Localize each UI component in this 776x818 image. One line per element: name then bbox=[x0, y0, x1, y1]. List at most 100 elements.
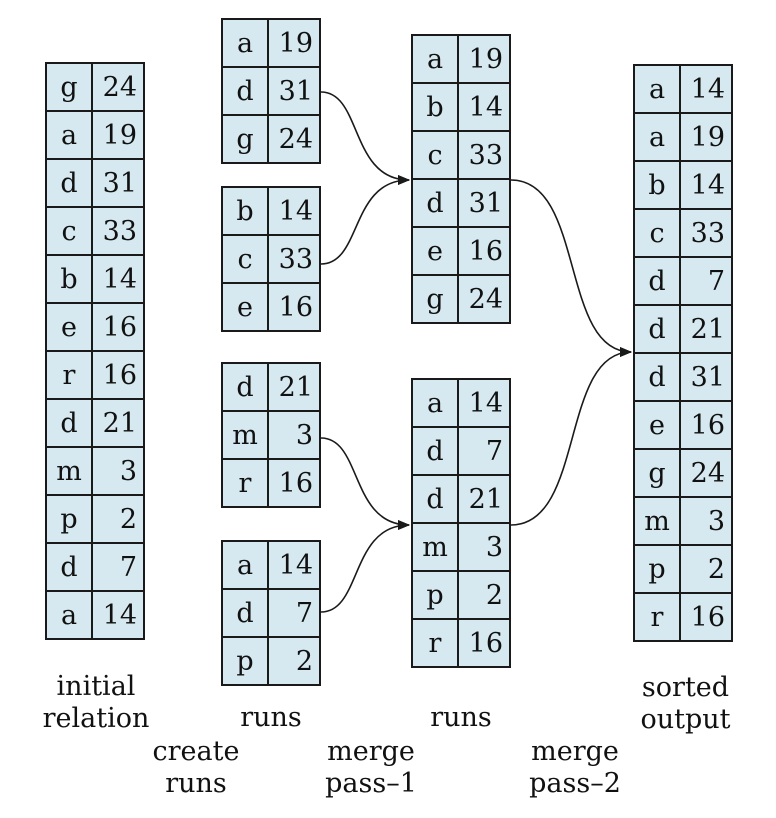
key-cell: d bbox=[635, 306, 681, 352]
sorted-output-label: sorted output bbox=[628, 672, 743, 736]
key-cell: e bbox=[635, 402, 681, 448]
value-cell: 33 bbox=[102, 215, 137, 247]
value-cell: 33 bbox=[690, 217, 725, 249]
value-cell: 14 bbox=[102, 263, 137, 295]
key-cell: a bbox=[413, 36, 459, 82]
value-cell: 14 bbox=[278, 549, 313, 581]
value-cell: 33 bbox=[468, 139, 503, 171]
key-cell: d bbox=[47, 160, 93, 206]
sorted-output-label-line2: output bbox=[640, 704, 731, 735]
arrow-run1-to-merged1 bbox=[320, 91, 410, 185]
initial-relation-label-line1: initial bbox=[56, 671, 136, 702]
value-cell: 3 bbox=[707, 505, 725, 537]
arrow-merged2-to-sorted bbox=[510, 347, 632, 526]
merge-pass-2-label-line1: merge bbox=[531, 736, 619, 767]
table-row: d 21 bbox=[223, 364, 319, 412]
table-row: e 16 bbox=[47, 304, 143, 352]
value-cell: 31 bbox=[278, 75, 313, 107]
value-cell: 33 bbox=[278, 243, 313, 275]
value-cell: 31 bbox=[468, 187, 503, 219]
arrow-merged1-to-sorted bbox=[510, 179, 632, 357]
value-cell: 14 bbox=[278, 195, 313, 227]
value-cell: 14 bbox=[690, 169, 725, 201]
value-cell: 3 bbox=[119, 455, 137, 487]
value-cell: 2 bbox=[119, 503, 137, 535]
key-cell: c bbox=[413, 132, 459, 178]
value-cell: 2 bbox=[707, 553, 725, 585]
key-cell: a bbox=[223, 542, 269, 588]
key-cell: b bbox=[635, 162, 681, 208]
value-cell: 24 bbox=[102, 71, 137, 103]
value-cell: 21 bbox=[278, 371, 313, 403]
key-cell: r bbox=[47, 352, 93, 398]
key-cell: m bbox=[47, 448, 93, 494]
create-runs-label-line2: runs bbox=[165, 768, 227, 799]
arrow-run4-to-merged2 bbox=[320, 520, 410, 613]
key-cell: b bbox=[47, 256, 93, 302]
create-runs-label: create runs bbox=[146, 736, 246, 800]
key-cell: d bbox=[413, 180, 459, 226]
merge-pass-1-label: merge pass–1 bbox=[316, 736, 426, 800]
key-cell: g bbox=[47, 64, 93, 110]
key-cell: e bbox=[223, 284, 269, 330]
table-row: g 24 bbox=[47, 64, 143, 112]
key-cell: d bbox=[47, 544, 93, 590]
value-cell: 3 bbox=[485, 531, 503, 563]
key-cell: a bbox=[223, 20, 269, 66]
merge-pass-2-label-line2: pass–2 bbox=[529, 768, 621, 799]
value-cell: 16 bbox=[278, 467, 313, 499]
key-cell: p bbox=[635, 546, 681, 592]
key-cell: b bbox=[223, 188, 269, 234]
value-cell: 16 bbox=[102, 311, 137, 343]
value-cell: 14 bbox=[102, 599, 137, 631]
value-cell: 14 bbox=[690, 73, 725, 105]
table-row: b 14 bbox=[635, 162, 731, 210]
table-row: a 14 bbox=[223, 542, 319, 590]
value-cell: 7 bbox=[295, 597, 313, 629]
table-row: g 24 bbox=[223, 116, 319, 162]
table-row: a 19 bbox=[223, 20, 319, 68]
merge-pass-1-label-line2: pass–1 bbox=[325, 768, 417, 799]
key-cell: e bbox=[47, 304, 93, 350]
key-cell: g bbox=[223, 116, 269, 162]
value-cell: 19 bbox=[278, 27, 313, 59]
value-cell: 19 bbox=[690, 121, 725, 153]
value-cell: 14 bbox=[468, 91, 503, 123]
key-cell: d bbox=[413, 428, 459, 474]
key-cell: d bbox=[413, 476, 459, 522]
key-cell: d bbox=[223, 364, 269, 410]
value-cell: 16 bbox=[690, 601, 725, 633]
value-cell: 31 bbox=[102, 167, 137, 199]
value-cell: 24 bbox=[278, 123, 313, 155]
key-cell: a bbox=[47, 112, 93, 158]
key-cell: m bbox=[413, 524, 459, 570]
